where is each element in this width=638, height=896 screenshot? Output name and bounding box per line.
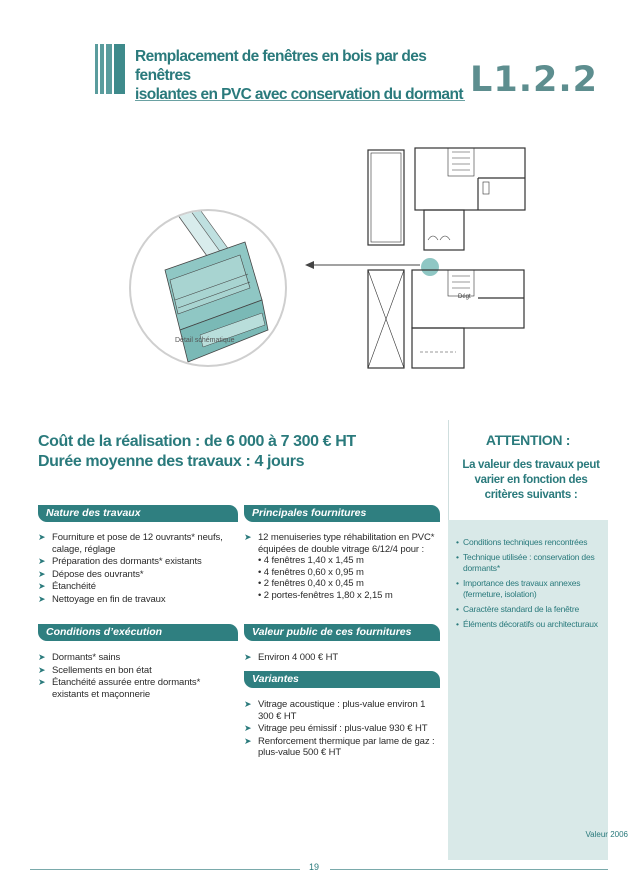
list-item: ➤Scellements en bon état [38, 664, 152, 676]
list-item: ➤Vitrage peu émissif : plus-value 930 € … [244, 723, 428, 734]
sub-item: • 2 fenêtres 0,40 x 0,45 m [258, 578, 364, 589]
list-item: ➤Fourniture et pose de 12 ouvrants* neuf… [38, 532, 223, 555]
attention-title: ATTENTION : [485, 432, 571, 448]
list-item: ➤Renforcement thermique par lame de gaz … [244, 735, 435, 759]
window-detail-drawing [129, 209, 287, 367]
illustration-caption: Détail schématique [175, 337, 235, 344]
header-rule [135, 100, 465, 101]
attention-header [448, 420, 608, 520]
section-title: Principales fournitures [252, 507, 367, 519]
arrow-icon: ➤ [38, 556, 46, 566]
page-title: Remplacement de fenêtres en bois par des… [135, 47, 465, 104]
attention-panel: ATTENTION : La valeur des travaux peut v… [448, 420, 608, 860]
fournitures-list: ➤12 menuiseries type réhabilitation en P… [244, 532, 440, 602]
list-item: ➤Nettoyage en fin de travaux [38, 593, 166, 605]
arrow-icon: ➤ [38, 677, 46, 687]
arrow-icon: ➤ [38, 568, 46, 579]
sub-item: • 4 fenêtres 1,40 x 1,45 m [258, 555, 364, 566]
floor-plan-upper [367, 147, 526, 251]
sheet-code: L1.2.2 [470, 60, 598, 100]
variantes-list: ➤Vitrage acoustique : plus-value environ… [244, 699, 440, 760]
sub-item: • 4 fenêtres 0,60 x 0,95 m [258, 566, 364, 578]
list-item: Conditions techniques rencontrées [456, 537, 604, 548]
list-item: ➤Environ 4 000 € HT [244, 652, 339, 663]
attention-criteria-panel [448, 520, 608, 860]
arrow-icon: ➤ [244, 699, 252, 709]
list-item: ➤Étanchéité assurée entre dormants* exis… [38, 677, 201, 700]
cost-block: Coût de la réalisation : de 6 000 à 7 30… [38, 432, 438, 472]
arrow-icon: ➤ [38, 664, 46, 675]
illustration: Dégt [129, 147, 526, 369]
arrow-icon: ➤ [38, 581, 46, 591]
arrow-icon: ➤ [244, 735, 252, 746]
sub-item: • 2 portes-fenêtres 1,80 x 2,15 m [258, 589, 393, 601]
list-item: ➤Dormants* sains [38, 652, 121, 663]
plan-label-degt: Dégt [458, 294, 471, 300]
list-item: Éléments décoratifs ou architecturaux [456, 619, 604, 630]
section-title: Conditions d’exécution [46, 626, 163, 638]
section-header-valeur-public: Valeur public de ces fournitures [244, 624, 440, 641]
list-item: Technique utilisée : conservation des do… [456, 552, 604, 574]
footer-rule-right [330, 869, 608, 870]
section-header-conditions: Conditions d’exécution [38, 624, 238, 641]
section-header-variantes: Variantes [244, 671, 440, 688]
arrow-icon: ➤ [38, 652, 46, 662]
attention-criteria-list: Conditions techniques rencontrées Techni… [456, 537, 604, 634]
arrow-icon: ➤ [244, 532, 252, 542]
valeur-year: Valeur 2006 [585, 830, 628, 839]
section-header-fournitures: Principales fournitures [244, 505, 440, 522]
detail-marker [421, 258, 439, 276]
section-title: Nature des travaux [46, 507, 141, 519]
list-item: Importance des travaux annexes (fermetur… [456, 578, 604, 600]
section-title: Valeur public de ces fournitures [252, 626, 412, 638]
page-number: 19 [309, 862, 320, 872]
nature-list: ➤Fourniture et pose de 12 ouvrants* neuf… [38, 532, 238, 606]
arrow-icon: ➤ [244, 723, 252, 733]
title-line-1: Remplacement de fenêtres en bois par des… [135, 48, 427, 84]
conditions-list: ➤Dormants* sains ➤Scellements en bon éta… [38, 652, 238, 701]
arrow-icon: ➤ [38, 593, 46, 604]
list-item: ➤Préparation des dormants* existants [38, 556, 202, 567]
attention-text: La valeur des travaux peut varier en fon… [462, 459, 600, 501]
list-item: ➤12 menuiseries type réhabilitation en P… [244, 532, 440, 601]
valeur-public-list: ➤Environ 4 000 € HT [244, 652, 440, 665]
section-header-nature: Nature des travaux [38, 505, 238, 522]
arrow-icon: ➤ [244, 652, 252, 662]
footer-rule-left [30, 869, 300, 870]
arrow-icon: ➤ [38, 532, 46, 542]
floor-plan-lower [367, 269, 525, 369]
list-item: ➤Étanchéité [38, 581, 96, 592]
duration-line: Durée moyenne des travaux : 4 jours [38, 453, 305, 470]
sheet-code-box: L1.2.2 [468, 58, 608, 104]
title-line-2: isolantes en PVC avec conservation du do… [135, 86, 463, 103]
list-item: ➤Dépose des ouvrants* [38, 568, 144, 580]
list-item: ➤Vitrage acoustique : plus-value environ… [244, 699, 426, 722]
list-item: Caractère standard de la fenêtre [456, 604, 604, 615]
section-title: Variantes [252, 673, 299, 685]
cost-line: Coût de la réalisation : de 6 000 à 7 30… [38, 433, 356, 450]
header-stripes [95, 44, 127, 94]
